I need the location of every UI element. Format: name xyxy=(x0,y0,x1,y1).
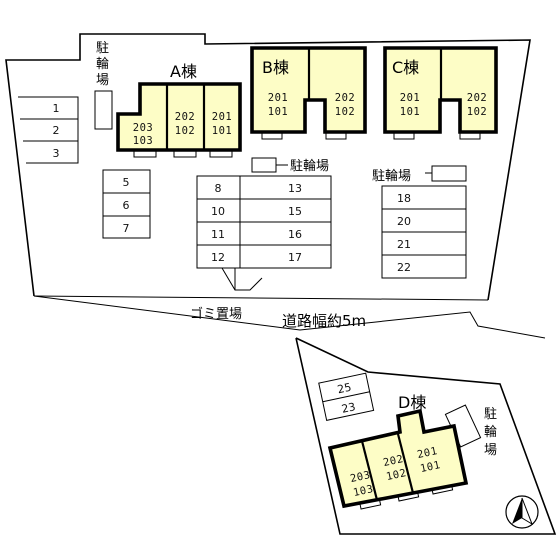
svg-text:駐: 駐 xyxy=(484,407,497,422)
svg-text:場: 場 xyxy=(484,443,497,458)
svg-text:駐輪場: 駐輪場 xyxy=(290,158,329,174)
parking-mid-left: 5 6 7 xyxy=(102,169,151,239)
garbage-area: ゴミ置場 xyxy=(190,267,263,322)
garbage-label: ゴミ置場 xyxy=(190,306,242,322)
svg-text:101: 101 xyxy=(268,106,288,118)
parking-space-25: 25 xyxy=(336,381,352,397)
svg-text:輪: 輪 xyxy=(96,56,109,72)
parking-space-11: 11 xyxy=(211,228,225,241)
svg-text:102: 102 xyxy=(335,106,355,118)
svg-text:101: 101 xyxy=(400,106,420,118)
svg-text:201: 201 xyxy=(268,92,288,104)
parking-space-6: 6 xyxy=(123,199,130,212)
svg-text:駐輪場: 駐輪場 xyxy=(372,168,411,184)
parking-space-21: 21 xyxy=(397,238,411,251)
parking-left: 1 2 3 xyxy=(18,96,79,164)
building-a: A棟 203 103 202 102 201 101 xyxy=(116,62,242,158)
svg-text:201: 201 xyxy=(400,92,420,104)
parking-space-1: 1 xyxy=(53,102,60,115)
building-d: D棟 203 103 202 102 201 101 xyxy=(327,393,469,510)
svg-text:201: 201 xyxy=(212,111,232,123)
svg-text:202: 202 xyxy=(175,111,195,123)
parking-space-22: 22 xyxy=(397,261,411,274)
building-c: C棟 201 101 202 102 xyxy=(383,46,498,140)
parking-space-17: 17 xyxy=(288,251,302,264)
svg-text:101: 101 xyxy=(212,125,232,137)
svg-text:203: 203 xyxy=(349,469,372,485)
parking-space-3: 3 xyxy=(53,147,60,160)
parking-space-10: 10 xyxy=(211,205,225,218)
svg-text:202: 202 xyxy=(335,92,355,104)
parking-bottom: 25 23 xyxy=(318,372,375,421)
svg-text:202: 202 xyxy=(382,453,405,469)
north-arrow-icon xyxy=(505,495,539,529)
parking-space-12: 12 xyxy=(211,251,225,264)
road-lower-line xyxy=(33,295,546,339)
road-upper-line xyxy=(33,295,489,301)
svg-text:102: 102 xyxy=(175,125,195,137)
svg-text:駐: 駐 xyxy=(96,41,109,56)
parking-space-15: 15 xyxy=(288,205,302,218)
parking-space-23: 23 xyxy=(340,400,356,416)
parking-space-2: 2 xyxy=(53,124,60,137)
parking-space-16: 16 xyxy=(288,228,302,241)
building-b: B棟 201 101 202 102 xyxy=(250,46,367,140)
building-d-label: D棟 xyxy=(398,393,426,412)
svg-text:202: 202 xyxy=(467,92,487,104)
svg-text:101: 101 xyxy=(419,459,442,475)
bicycle-parking-bottom-right: 駐 輪 場 xyxy=(444,404,497,458)
parking-space-20: 20 xyxy=(397,215,411,228)
svg-text:輪: 輪 xyxy=(484,424,497,440)
parking-space-18: 18 xyxy=(397,192,411,205)
svg-text:103: 103 xyxy=(352,483,375,499)
parking-space-5: 5 xyxy=(123,176,130,189)
svg-text:203: 203 xyxy=(133,122,153,134)
svg-text:102: 102 xyxy=(467,106,487,118)
bicycle-parking-center: 駐輪場 xyxy=(251,157,329,174)
building-b-label: B棟 xyxy=(262,58,289,77)
svg-text:103: 103 xyxy=(133,135,153,147)
parking-right: 18 20 21 22 xyxy=(381,185,467,279)
svg-text:102: 102 xyxy=(385,467,408,483)
parking-space-8: 8 xyxy=(215,182,222,195)
building-c-label: C棟 xyxy=(392,58,419,77)
parking-space-7: 7 xyxy=(123,222,130,235)
parking-center: 8 10 11 12 13 15 16 17 xyxy=(196,175,332,269)
building-a-label: A棟 xyxy=(170,62,197,81)
bicycle-parking-right: 駐輪場 xyxy=(372,165,467,184)
svg-text:201: 201 xyxy=(416,445,439,461)
svg-text:場: 場 xyxy=(96,73,109,88)
bicycle-parking-top-left: 駐 輪 場 xyxy=(94,41,113,130)
road-width-label: 道路幅約5m xyxy=(282,312,366,330)
parking-space-13: 13 xyxy=(288,182,302,195)
